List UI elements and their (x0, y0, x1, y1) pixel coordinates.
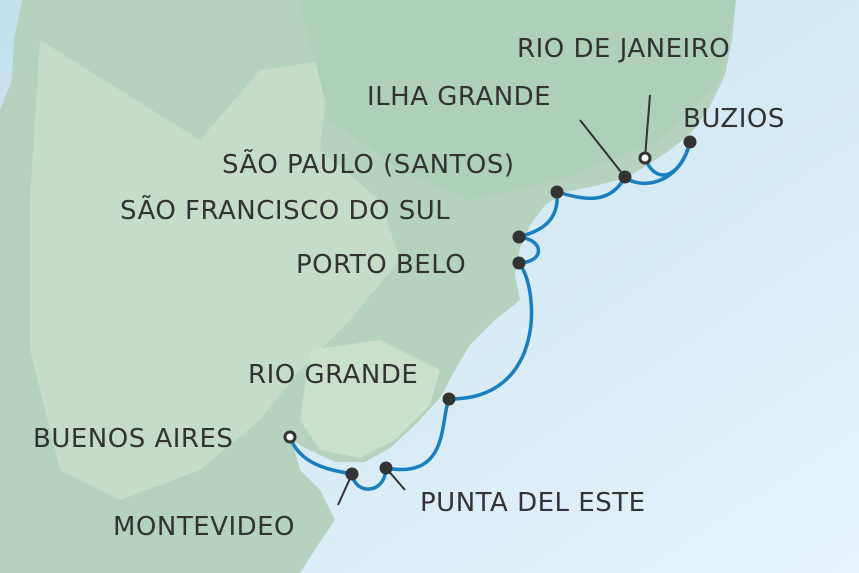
label-punta-del-este: PUNTA DEL ESTE (420, 488, 646, 518)
port-marker-buzios (683, 135, 697, 149)
label-montevideo: MONTEVIDEO (113, 512, 296, 542)
port-marker-montevideo (345, 467, 359, 481)
label-buenos-aires: BUENOS AIRES (33, 424, 234, 454)
port-marker-rio-grande (442, 392, 456, 406)
label-porto-belo: PORTO BELO (296, 250, 467, 280)
port-marker-rio-de-janeiro (638, 151, 652, 165)
port-marker-sao-francisco (512, 230, 526, 244)
port-marker-ilha-grande (618, 170, 632, 184)
land-brazil-plateau (300, 0, 736, 200)
port-marker-sao-paulo (550, 185, 564, 199)
port-marker-buenos-aires (283, 430, 297, 444)
leader-ilha-grande (579, 119, 626, 178)
leader-rio-de-janeiro (644, 94, 651, 159)
land-highlands (30, 40, 400, 500)
port-marker-porto-belo (512, 256, 526, 270)
label-buzios: BUZIOS (683, 104, 785, 134)
port-marker-punta-del-este (379, 461, 393, 475)
label-sao-francisco: SÃO FRANCISCO DO SUL (120, 196, 451, 226)
label-ilha-grande: ILHA GRANDE (367, 82, 552, 112)
label-rio-de-janeiro: RIO DE JANEIRO (517, 34, 731, 64)
label-rio-grande: RIO GRANDE (248, 360, 419, 390)
label-sao-paulo: SÃO PAULO (SANTOS) (222, 150, 515, 180)
land-uruguay (300, 340, 440, 458)
